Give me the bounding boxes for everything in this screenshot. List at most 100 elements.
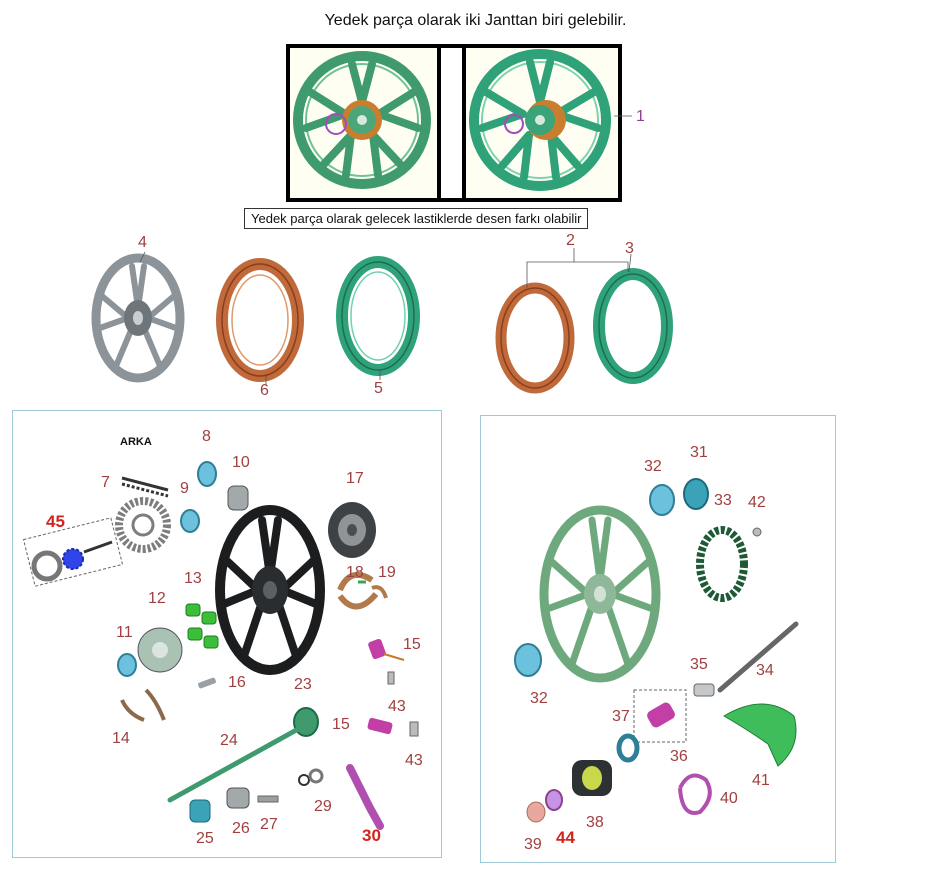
part-12-hub [137, 627, 183, 673]
part-39-cap [526, 801, 546, 823]
callout-41: 41 [752, 772, 770, 789]
rear-black-wheel [215, 505, 325, 675]
part-41-fender [723, 703, 797, 767]
part-19-spring [371, 585, 388, 599]
callout-32-upper: 32 [644, 458, 662, 475]
part-18-brake-shoe-b [337, 591, 379, 610]
callout-12: 12 [148, 590, 166, 607]
callout-15-lower: 15 [332, 716, 350, 733]
callout-40: 40 [720, 790, 738, 807]
callout-15-upper: 15 [403, 636, 421, 653]
part-15-cam-upper [368, 638, 386, 660]
part-8-bearing [197, 461, 217, 487]
callout-18: 18 [346, 564, 364, 581]
part-14-bracket-a [120, 699, 145, 722]
part-30-brake-arm [346, 764, 384, 830]
callout-34: 34 [756, 662, 774, 679]
rear-panel-title: ARKA [120, 436, 152, 448]
callout-45: 45 [46, 512, 65, 531]
callout-32-lower: 32 [530, 690, 548, 707]
callout-11: 11 [116, 624, 133, 641]
part-7-chain [121, 476, 169, 498]
part-38-speedo-gearbox [572, 760, 612, 796]
part-2-copper-tire [495, 282, 575, 394]
callout-36: 36 [670, 748, 688, 765]
front-panel [480, 415, 836, 863]
part-29-washer [298, 774, 310, 786]
callout-10: 10 [232, 454, 250, 471]
part-45-small-sprocket [62, 548, 84, 570]
callout-4: 4 [138, 234, 147, 251]
callout-29: 29 [314, 798, 332, 815]
callout-9: 9 [180, 480, 189, 497]
callout-13: 13 [184, 570, 202, 587]
callout-24: 24 [220, 732, 238, 749]
part-36-gear [647, 702, 675, 728]
part-43-indicator-lower [409, 721, 419, 737]
part-13-dampers [185, 603, 219, 649]
callout-6: 6 [260, 382, 269, 399]
callout-5: 5 [374, 380, 383, 397]
part-26-spacer [226, 787, 250, 809]
callout-16: 16 [228, 674, 246, 691]
callout-39: 39 [524, 836, 542, 853]
part-34-axle [717, 621, 799, 693]
part-9-bearing [180, 509, 200, 533]
part-5-green-tire [336, 256, 420, 376]
part-44-washer [545, 789, 563, 811]
callout-1: 1 [636, 108, 645, 125]
callout-43-upper: 43 [388, 698, 406, 715]
part-6-copper-tire [216, 258, 304, 382]
callout-26: 26 [232, 820, 250, 837]
callout-38: 38 [586, 814, 604, 831]
part-7-sprocket [115, 497, 171, 553]
callout-30: 30 [362, 826, 381, 845]
part-14-bracket-b [144, 688, 166, 721]
part-29-nut [308, 768, 324, 784]
part-10-spacer [227, 485, 249, 511]
part-17-brake-panel [328, 502, 376, 558]
part-15-cam-lower [367, 717, 393, 735]
tire-note: Yedek parça olarak gelecek lastiklerde d… [244, 208, 589, 229]
callout-25: 25 [196, 830, 214, 847]
callout-8: 8 [202, 428, 211, 445]
part-45-sprocket [31, 550, 63, 582]
callout-19: 19 [378, 564, 396, 581]
callout-42: 42 [748, 494, 766, 511]
rim-option-b [469, 49, 611, 191]
part-42-bolt [752, 527, 762, 537]
part-32-bearing-upper [649, 484, 675, 516]
part-43-indicator-upper [387, 671, 395, 685]
part-24-axle [167, 725, 303, 803]
part-4-grey-rim [91, 253, 185, 383]
leader-4 [139, 251, 146, 263]
rear-panel [12, 410, 442, 858]
part-25-collar [189, 799, 211, 823]
callout-14: 14 [112, 730, 130, 747]
part-32-bearing-lower [514, 643, 542, 677]
callout-7: 7 [101, 474, 110, 491]
part-27-bolt [257, 795, 279, 803]
part-11-bearing [117, 653, 137, 677]
part-31-seal [683, 478, 709, 510]
callout-2: 2 [566, 232, 575, 249]
part-37-seal [616, 733, 640, 763]
callout-37: 37 [612, 708, 630, 725]
part-36-kit-outline [633, 689, 687, 743]
callout-31: 31 [690, 444, 708, 461]
callout-17: 17 [346, 470, 364, 487]
header-note: Yedek parça olarak iki Janttan biri gele… [324, 12, 627, 29]
part-18-brake-shoe-a [337, 571, 374, 592]
part-3-green-tire [593, 268, 673, 384]
leader-2-bracket [526, 261, 629, 288]
callout-3: 3 [625, 240, 634, 257]
part-40-clip [678, 773, 712, 815]
callout-44: 44 [556, 828, 575, 847]
callout-35: 35 [690, 656, 708, 673]
part-35-spacer [693, 683, 715, 697]
front-green-wheel [539, 505, 661, 683]
part-33-brake-disc [696, 526, 748, 602]
callout-43-lower: 43 [405, 752, 423, 769]
callout-33: 33 [714, 492, 732, 509]
